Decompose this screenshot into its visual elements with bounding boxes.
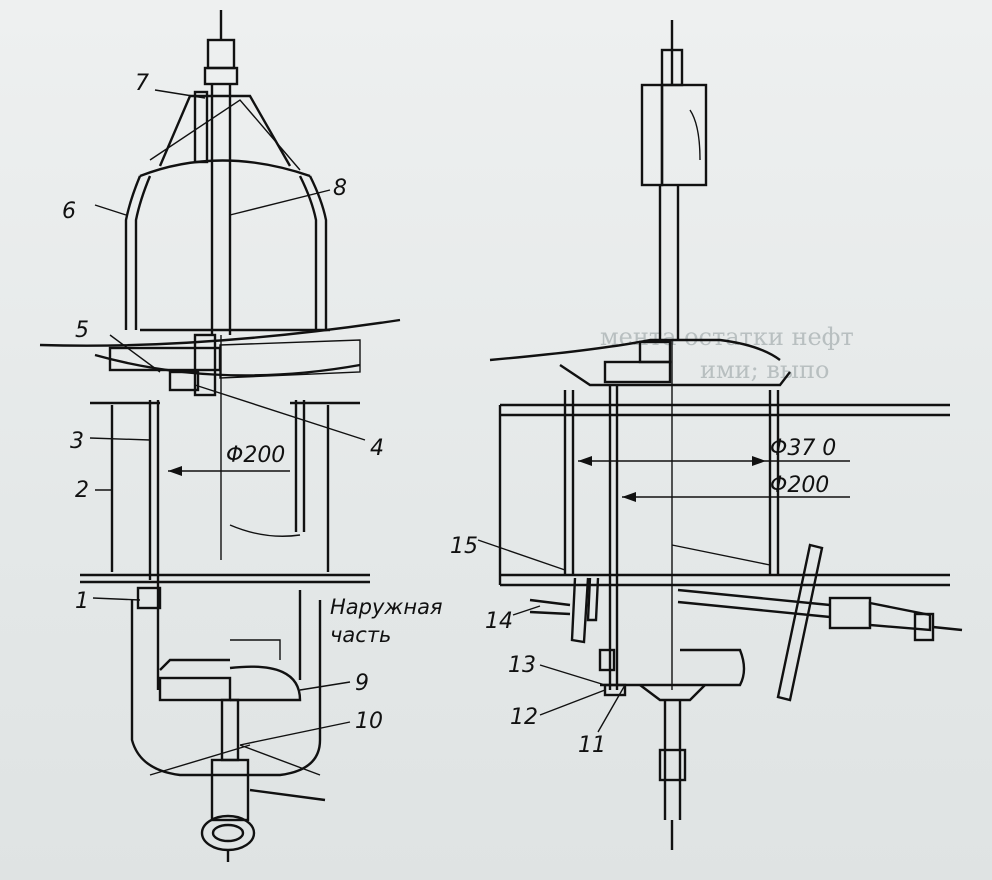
callout-15: 15 <box>450 534 478 559</box>
left-leader-lines <box>89 89 366 746</box>
right-view: Φ37 0 Φ200 <box>450 20 963 850</box>
right-outer-diameter-label: Φ37 0 <box>770 436 836 461</box>
callout-12: 12 <box>510 705 538 730</box>
callout-1: 1 <box>75 589 89 614</box>
callout-6: 6 <box>62 199 76 224</box>
right-side-valve <box>677 543 963 702</box>
left-top-rod <box>193 10 239 560</box>
callout-3: 3 <box>70 429 84 454</box>
right-pipe <box>498 403 950 587</box>
left-diameter-label: Φ200 <box>226 443 285 468</box>
bleed-text-line1: мента остатки нефт <box>600 323 854 351</box>
callout-8: 8 <box>333 176 347 201</box>
callout-14: 14 <box>485 609 513 634</box>
callout-9: 9 <box>355 671 369 696</box>
callout-2: 2 <box>75 478 89 503</box>
callout-13: 13 <box>508 653 536 678</box>
callout-7: 7 <box>135 71 149 96</box>
right-flange <box>489 338 791 387</box>
callout-10: 10 <box>355 709 383 734</box>
right-small-pipes <box>529 577 600 644</box>
callout-5: 5 <box>75 318 89 343</box>
right-leader-lines <box>477 539 626 733</box>
left-dome-cap <box>124 94 330 332</box>
left-flange <box>39 318 401 397</box>
left-lower-housing <box>130 586 326 862</box>
left-cylinder: Φ200 <box>80 400 370 690</box>
right-cylinders: Φ37 0 Φ200 <box>563 385 850 690</box>
callout-11: 11 <box>578 733 606 758</box>
outer-part-note-line2: часть <box>330 623 391 647</box>
outer-part-note-line1: Наружная <box>330 595 443 619</box>
right-inner-diameter-label: Φ200 <box>770 473 829 498</box>
left-view: Φ200 Наружная часть <box>39 10 443 862</box>
background-bleed-text: мента остатки нефт ими; выпо <box>600 323 854 384</box>
right-top-rod <box>640 20 708 690</box>
bleed-text-line2: ими; выпо <box>700 356 829 384</box>
callout-4: 4 <box>370 436 384 461</box>
